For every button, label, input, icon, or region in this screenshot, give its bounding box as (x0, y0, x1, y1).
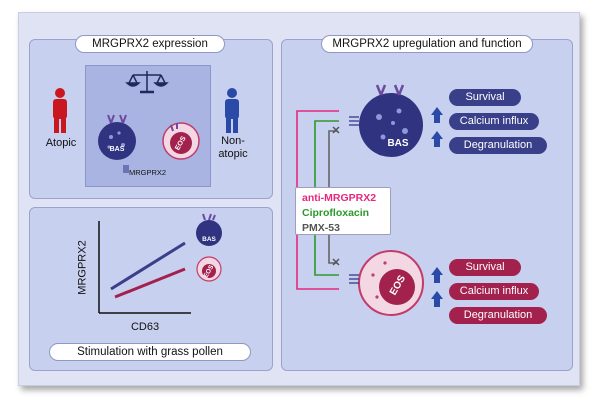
agent-pmx-53: PMX-53 (302, 222, 340, 234)
basophil-large-icon (349, 84, 423, 157)
figure-frame: MRGPRX2 expression MRGPRX2 upregulation … (18, 12, 580, 386)
inhibition-marks (332, 126, 340, 266)
bas-large-label: BAS (387, 138, 409, 149)
plot-xlabel: CD63 (130, 321, 160, 333)
expression-title: MRGPRX2 expression (75, 35, 225, 53)
plot-bas-label: BAS (202, 236, 216, 243)
eosinophil-small-icon (162, 122, 200, 160)
bas-badge-calcium-influx: Calcium influx (449, 113, 539, 130)
upregulation-title: MRGPRX2 upregulation and function (321, 35, 533, 53)
receptor-icon (123, 165, 129, 173)
diagram-drawing (53, 71, 443, 316)
bas-small-label: BAS (109, 146, 125, 153)
bas-badge-degranulation: Degranulation (449, 137, 547, 154)
eos-badge-calcium-influx: Calcium influx (449, 283, 539, 300)
eos-badge-survival: Survival (449, 259, 521, 276)
up-arrow-icons (431, 107, 443, 307)
basophil-small-icon (98, 114, 136, 160)
eos-badge-degranulation: Degranulation (449, 307, 547, 324)
bas-badge-survival: Survival (449, 89, 521, 106)
agent-anti-mrgprx2: anti-MRGPRX2 (302, 192, 377, 204)
plot-ylabel: MRGPRX2 (76, 240, 89, 295)
agents-legend: anti-MRGPRX2 Ciprofloxacin PMX-53 (295, 187, 391, 235)
agent-ciprofloxacin: Ciprofloxacin (302, 207, 370, 219)
eosinophil-plot-icon (196, 256, 222, 282)
basophil-plot-icon (196, 213, 222, 246)
atopic-label: Atopic (45, 137, 77, 149)
stimulation-title: Stimulation with grass pollen (49, 343, 251, 361)
atopic-person-icon (53, 88, 67, 133)
basophil-trend-line (110, 241, 186, 291)
receptor-label: MRGPRX2 (129, 168, 167, 177)
eosinophil-trend-line (114, 267, 186, 299)
plot-axes (98, 221, 191, 314)
balance-scale-icon (125, 71, 169, 94)
nonatopic-person-icon (225, 88, 239, 133)
eosinophil-large-icon (349, 250, 424, 316)
nonatopic-label-line2: atopic (218, 148, 248, 160)
nonatopic-label-line1: Non- (221, 135, 245, 147)
